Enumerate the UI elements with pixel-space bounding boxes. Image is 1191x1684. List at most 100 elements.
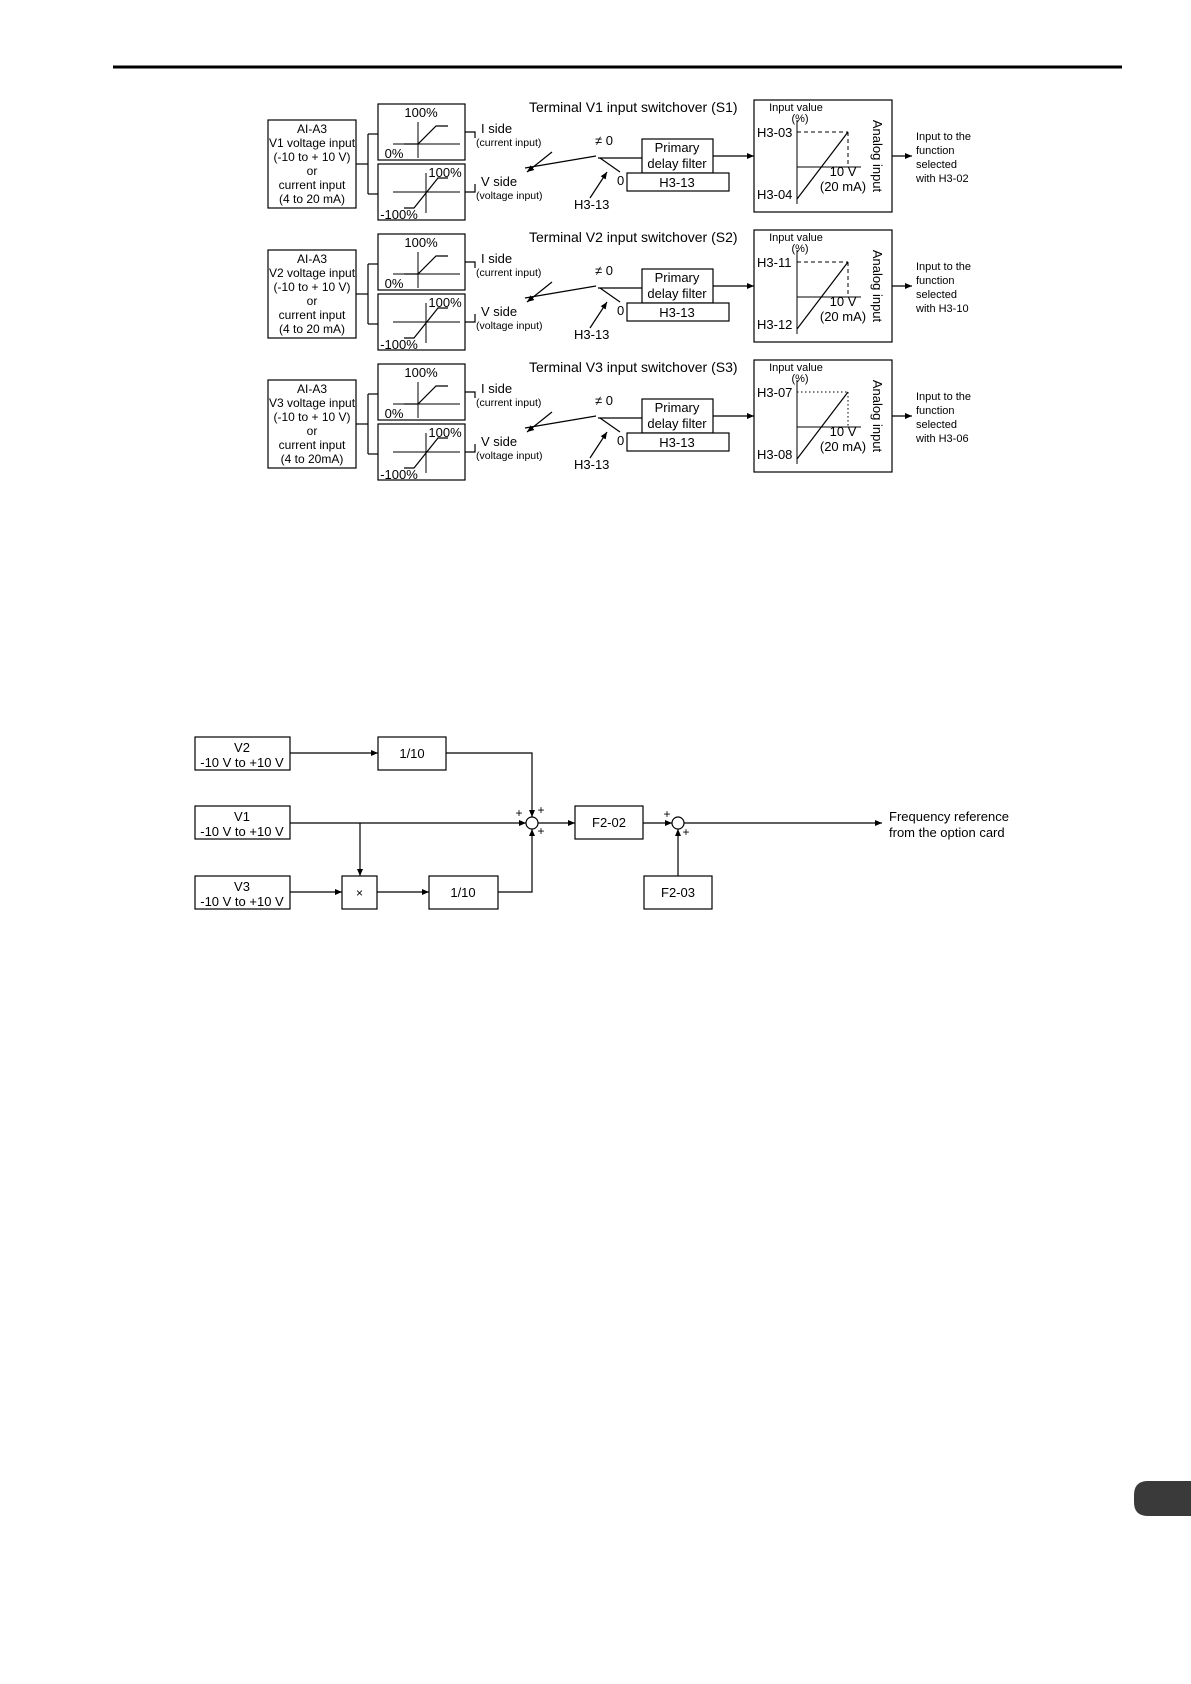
wire-div-bottom-to-sum <box>498 829 535 893</box>
v-side-wire <box>465 444 476 453</box>
output-label-line-2: function <box>916 145 955 157</box>
filter-label-line1: Primary <box>655 140 700 155</box>
source-line-1: AI-A3 <box>297 252 327 266</box>
source-line-4: or <box>307 294 318 308</box>
v1-range: -10 V to +10 V <box>200 824 284 839</box>
current-curve <box>404 125 448 145</box>
switch-arrow-s <box>526 281 553 303</box>
source-line-5: current input <box>279 308 346 322</box>
source-line-1: AI-A3 <box>297 382 327 396</box>
voltage-curve <box>404 177 448 209</box>
filter-label-line1: Primary <box>655 270 700 285</box>
output-label-line-4: with H3-06 <box>915 433 969 445</box>
graph-title-line1: Input value <box>769 102 823 114</box>
graph-10v-label: 10 V <box>830 424 857 439</box>
source-line-3: (-10 to + 10 V) <box>273 280 350 294</box>
analog-input-graph-box <box>753 359 893 473</box>
source-line-3: (-10 to + 10 V) <box>273 150 350 164</box>
current-top-percent: 100% <box>404 105 438 120</box>
zero-label: 0 <box>617 303 624 318</box>
filter-param-label: H3-13 <box>659 175 694 190</box>
output-label-line-3: selected <box>916 419 957 431</box>
current-top-percent: 100% <box>404 365 438 380</box>
v-side-sublabel: (voltage input) <box>476 190 543 202</box>
v2-name: V2 <box>234 740 250 755</box>
voltage-bottom-percent: -100% <box>380 467 418 482</box>
current-curve <box>404 255 448 275</box>
zero-label: 0 <box>617 173 624 188</box>
switchover-label: Terminal V3 input switchover (S3) <box>529 359 738 375</box>
analog-input-graph-box <box>753 99 893 213</box>
v2-range: -10 V to +10 V <box>200 755 284 770</box>
current-characteristic-box <box>377 233 466 291</box>
v-side-wire <box>465 314 476 323</box>
h3-13-switch-label: H3-13 <box>574 457 609 472</box>
source-line-2: V3 voltage input <box>269 396 356 410</box>
source-line-6: (4 to 20 mA) <box>279 322 345 336</box>
graph-title-line2: (%) <box>791 243 808 255</box>
not-zero-label: ≠ 0 <box>595 393 613 408</box>
gain-param-label: H3-03 <box>757 125 792 140</box>
switch-arrow-h313 <box>589 171 608 199</box>
graph-10v-label: 10 V <box>830 294 857 309</box>
voltage-top-percent: 100% <box>428 425 462 440</box>
source-line-6: (4 to 20 mA) <box>279 192 345 206</box>
v3-range: -10 V to +10 V <box>200 894 284 909</box>
source-line-2: V2 voltage input <box>269 266 356 280</box>
analog-input-vertical-label: Analog input <box>870 380 885 453</box>
zero-label: 0 <box>617 433 624 448</box>
voltage-top-percent: 100% <box>428 165 462 180</box>
output-label-line-2: function <box>916 405 955 417</box>
bias-param-label: H3-08 <box>757 447 792 462</box>
current-characteristic-box <box>377 363 466 421</box>
filter-label-line2: delay filter <box>647 416 707 431</box>
bias-param-label: H3-12 <box>757 317 792 332</box>
graph-10v-label: 10 V <box>830 164 857 179</box>
not-zero-label: ≠ 0 <box>595 133 613 148</box>
f2-02-label: F2-02 <box>592 815 626 830</box>
f2-03-label: F2-03 <box>661 885 695 900</box>
divide-by-ten-top-label: 1/10 <box>399 746 424 761</box>
source-line-5: current input <box>279 178 346 192</box>
source-box <box>267 249 357 339</box>
source-line-4: or <box>307 164 318 178</box>
graph-title-line2: (%) <box>791 113 808 125</box>
graph-20ma-label: (20 mA) <box>820 439 866 454</box>
v1-name: V1 <box>234 809 250 824</box>
v3-name: V3 <box>234 879 250 894</box>
bias-param-label: H3-04 <box>757 187 792 202</box>
wire-div-top-to-sum <box>446 752 535 817</box>
source-line-4: or <box>307 424 318 438</box>
source-line-2: V1 voltage input <box>269 136 356 150</box>
voltage-bottom-percent: -100% <box>380 337 418 352</box>
graph-line <box>796 131 849 200</box>
analog-input-vertical-label: Analog input <box>870 120 885 193</box>
output-label-line1: Frequency reference <box>889 809 1009 824</box>
output-label-line-1: Input to the <box>916 261 971 273</box>
v-side-sublabel: (voltage input) <box>476 320 543 332</box>
i-side-label: I side <box>481 251 512 266</box>
i-side-label: I side <box>481 381 512 396</box>
plus-sign-gain: + <box>663 807 670 821</box>
voltage-bottom-percent: -100% <box>380 207 418 222</box>
source-line-6: (4 to 20mA) <box>281 452 344 466</box>
switch-arrow-h313 <box>589 431 608 459</box>
graph-line <box>796 391 849 460</box>
summing-junction-1 <box>525 816 539 830</box>
graph-20ma-label: (20 mA) <box>820 179 866 194</box>
v-side-label: V side <box>481 304 517 319</box>
h3-13-switch-label: H3-13 <box>574 197 609 212</box>
gain-param-label: H3-11 <box>757 255 791 270</box>
switch-blade-2 <box>599 157 621 173</box>
filter-label-line2: delay filter <box>647 286 707 301</box>
source-line-5: current input <box>279 438 346 452</box>
switch-arrow-s <box>526 151 553 173</box>
output-label-line2: from the option card <box>889 825 1005 840</box>
v-side-wire <box>465 184 476 193</box>
current-bottom-percent: 0% <box>385 406 404 421</box>
i-side-label: I side <box>481 121 512 136</box>
